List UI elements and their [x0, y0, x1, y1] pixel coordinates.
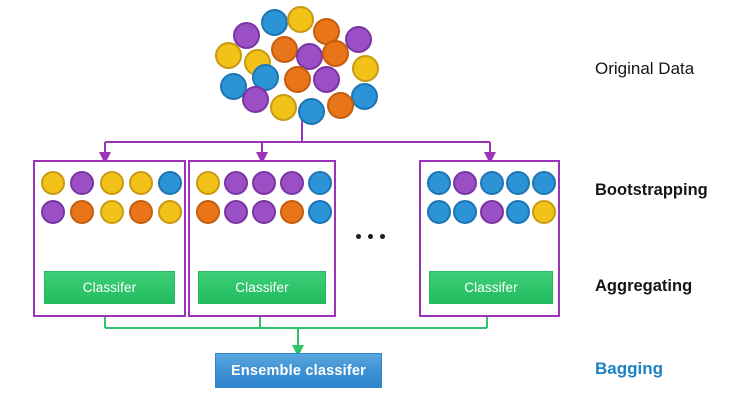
ellipsis-dot: [368, 234, 373, 239]
sample-2-point-blue: [308, 171, 332, 195]
data-point-yellow: [287, 6, 314, 33]
sample-3-point-purple: [479, 200, 504, 224]
data-point-orange: [284, 66, 311, 93]
label-bagging: Bagging: [595, 359, 663, 378]
sample-3-point-blue: [505, 171, 530, 195]
label-original-data: Original Data: [595, 59, 695, 78]
ensemble-classifier-label: Ensemble classifer: [231, 362, 366, 379]
sample-2-point-purple: [224, 200, 248, 224]
ellipsis-indicator: [356, 234, 385, 239]
sample-2-point-purple: [224, 171, 248, 195]
sample-1-point-yellow: [41, 171, 65, 195]
sample-3-point-blue: [453, 200, 478, 224]
sample-2-point-orange: [196, 200, 220, 224]
data-point-yellow: [270, 94, 297, 121]
sample-3-point-blue: [427, 171, 451, 195]
sample-1-point-orange: [70, 200, 95, 224]
data-point-blue: [252, 64, 279, 91]
sample-3-point-blue: [532, 171, 556, 195]
ellipsis-dot: [380, 234, 385, 239]
label-bootstrapping: Bootstrapping: [595, 181, 708, 199]
data-point-yellow: [352, 55, 379, 82]
sample-2-point-purple: [252, 171, 276, 195]
data-point-blue: [261, 9, 288, 36]
sample-1-point-yellow: [99, 171, 124, 195]
sample-2-point-purple: [280, 171, 304, 195]
data-point-yellow: [215, 42, 242, 69]
sample-2-point-yellow: [196, 171, 220, 195]
classifier-box-1[interactable]: Classifer: [44, 271, 175, 304]
sample-1-point-yellow: [99, 200, 124, 224]
sample-3-point-blue: [505, 200, 530, 224]
sample-1-point-blue: [158, 171, 182, 195]
data-point-purple: [345, 26, 372, 53]
data-point-blue: [351, 83, 378, 110]
sample-1-point-orange: [128, 200, 153, 224]
data-point-orange: [327, 92, 354, 119]
sample-2-point-purple: [252, 200, 276, 224]
classifier-box-2[interactable]: Classifer: [198, 271, 326, 304]
sample-1-point-purple: [70, 171, 95, 195]
sample-3-point-purple: [453, 171, 478, 195]
sample-2-point-orange: [280, 200, 304, 224]
sample-1-point-yellow: [158, 200, 182, 224]
label-aggregating: Aggregating: [595, 277, 693, 295]
sample-1-point-purple: [41, 200, 65, 224]
data-point-purple: [233, 22, 260, 49]
data-point-orange: [322, 40, 349, 67]
sample-1-point-yellow: [128, 171, 153, 195]
sample-3-point-blue: [479, 171, 504, 195]
sample-3-point-yellow: [532, 200, 556, 224]
classifier-label: Classifer: [235, 280, 289, 295]
sample-3-point-blue: [427, 200, 451, 224]
classifier-label: Classifer: [464, 280, 518, 295]
data-point-purple: [242, 86, 269, 113]
data-point-blue: [298, 98, 325, 125]
classifier-box-3[interactable]: Classifer: [429, 271, 553, 304]
ellipsis-dot: [356, 234, 361, 239]
ensemble-classifier-box[interactable]: Ensemble classifer: [215, 353, 382, 388]
classifier-label: Classifer: [82, 280, 137, 295]
sample-2-point-blue: [308, 200, 332, 224]
data-point-purple: [313, 66, 340, 93]
